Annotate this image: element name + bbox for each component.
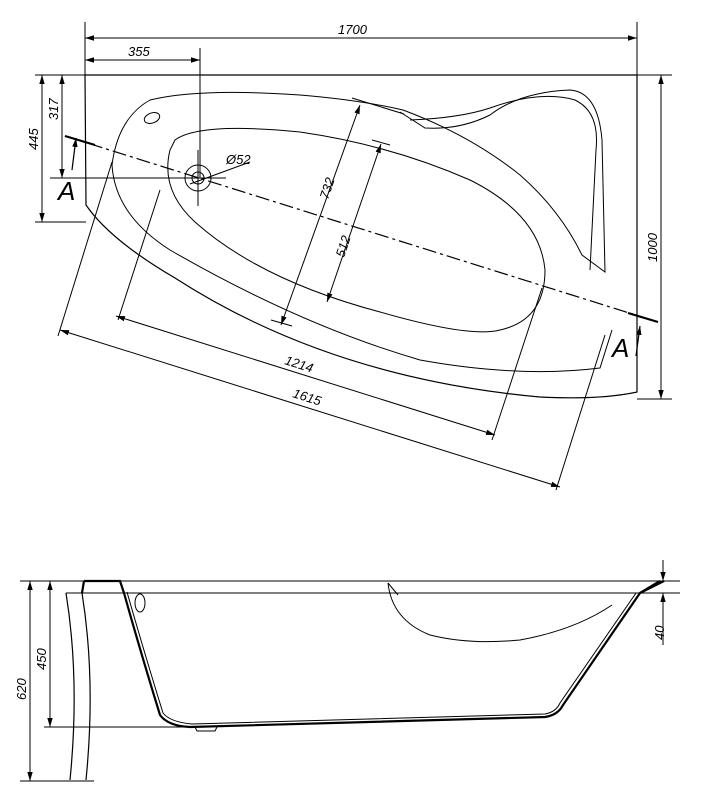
section-mark-left: A [56,176,75,206]
front-panel [65,592,91,781]
dim-bottom-width: 512 [333,233,354,259]
dim-tub-depth: 450 [34,648,49,670]
dim-drain-offset-y: 317 [46,98,61,120]
dim-section-offset: 445 [26,128,41,150]
dim-overall-length: 1700 [338,22,368,37]
dim-total-height: 620 [14,678,29,700]
dim-tub-length: 1615 [291,386,324,409]
dim-overall-width: 1000 [645,232,660,262]
tub-side-profile [122,580,661,729]
dim-rim-thickness: 40 [652,625,667,640]
dim-drain-diameter: Ø52 [225,152,251,167]
rim-inner-outline [111,89,613,373]
dim-bottom-length: 1214 [283,353,315,376]
overflow-side [134,593,146,613]
side-view: 620 450 40 [14,560,680,782]
basin-bottom [167,127,546,333]
rim-lobe [409,95,598,271]
section-axis [64,135,659,323]
tub-outline [84,74,638,399]
overflow-hole [143,112,161,124]
top-view: A A 1700 355 1000 445 317 Ø52 732 [26,22,672,491]
section-mark-right: A [610,333,629,363]
dim-drain-offset-x: 355 [128,44,150,59]
dim-inner-width: 732 [317,175,338,201]
